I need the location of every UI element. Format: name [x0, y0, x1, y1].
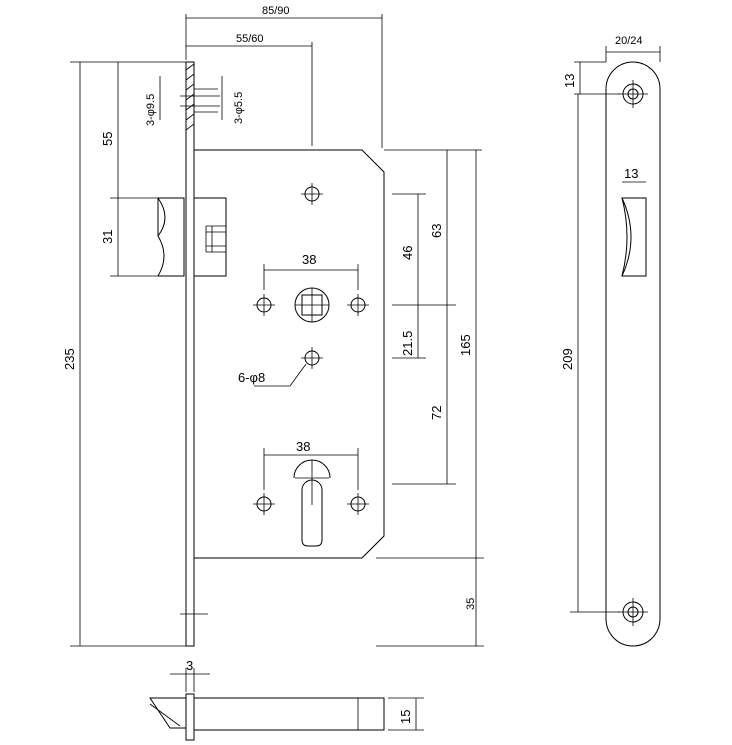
screw-hole-handle-left [253, 294, 275, 316]
latch-section [149, 697, 187, 729]
dim-6-holes: 6-φ8 [238, 370, 265, 385]
dim-35: 35 [465, 598, 477, 610]
dim-total-width: 85/90 [262, 5, 290, 17]
faceplate-screw-bottom [618, 598, 648, 626]
lock-body-front-view [157, 61, 385, 647]
screw-hole-cylinder-left [253, 493, 275, 515]
dim-hole-b: 3-φ5.5 [233, 92, 245, 124]
dim-72: 72 [429, 406, 444, 420]
dim-thickness: 3 [186, 658, 193, 673]
dim-235: 235 [62, 348, 77, 370]
faceplate-outline [605, 61, 661, 647]
dim-handle-spacing-bottom: 38 [296, 439, 310, 454]
dim-165: 165 [458, 334, 473, 356]
dim-bolt-height: 15 [398, 710, 413, 724]
lock-case-section [193, 697, 385, 731]
spindle-follower [294, 287, 330, 323]
latch-mechanism [193, 197, 227, 277]
dim-209: 209 [560, 348, 575, 370]
dimension-labels: 85/90 55/60 20/24 3-φ9.5 3-φ5.5 55 31 23… [62, 5, 643, 724]
dim-plate-hole-offset: 13 [562, 74, 577, 88]
dim-63: 63 [429, 224, 444, 238]
screw-hole-middle [301, 347, 323, 369]
dim-handle-spacing-top: 38 [302, 252, 316, 267]
faceplate-latch-opening [621, 197, 647, 277]
faceplate-hatch [185, 63, 195, 131]
dim-plate-width: 20/24 [615, 35, 643, 47]
dim-55: 55 [100, 132, 115, 146]
faceplate-side-view [570, 46, 661, 647]
dim-21-5: 21.5 [400, 331, 415, 356]
lock-case [194, 149, 385, 559]
faceplate-strip [185, 61, 195, 647]
screw-hole-cylinder-right [347, 493, 369, 515]
dim-latch-width: 13 [624, 166, 638, 181]
screw-hole-top [301, 183, 323, 205]
latch-bolt [157, 197, 185, 277]
screw-hole-handle-right [347, 294, 369, 316]
faceplate-section [185, 693, 195, 741]
dimension-lines-main [70, 14, 484, 647]
faceplate-screw-top [618, 80, 648, 108]
dim-46: 46 [400, 246, 415, 260]
bottom-section-view [149, 668, 424, 741]
dim-backset: 55/60 [236, 33, 264, 45]
dim-hole-a: 3-φ9.5 [145, 94, 157, 126]
cylinder-cutout [293, 459, 331, 547]
dim-31: 31 [100, 230, 115, 244]
